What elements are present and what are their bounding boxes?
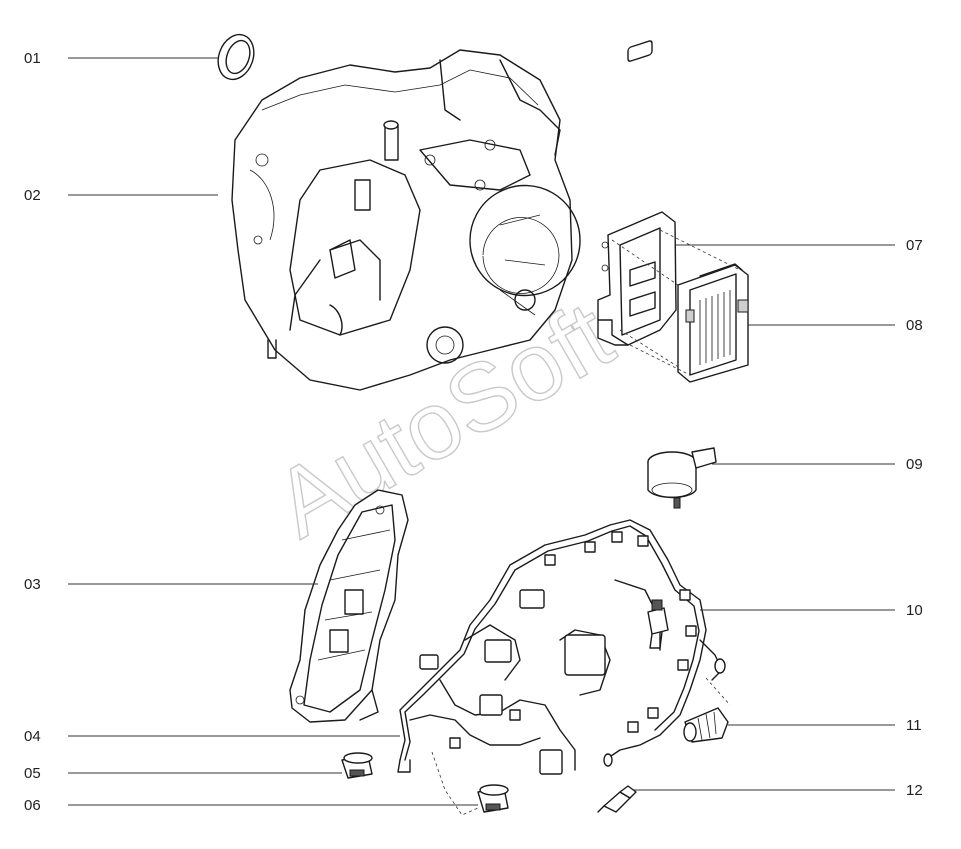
callout-10: 10: [906, 602, 923, 619]
part-12-temperature-sensor[interactable]: [597, 785, 637, 813]
part-03-valve-body-cover[interactable]: [289, 489, 409, 723]
part-07-bracket[interactable]: [597, 40, 677, 346]
callout-12: 12: [906, 782, 923, 799]
callout-07: 07: [906, 237, 923, 254]
callout-03: 03: [24, 576, 41, 593]
callout-06: 06: [24, 797, 41, 814]
part-04-wiring-harness[interactable]: [397, 519, 726, 775]
callout-04: 04: [24, 728, 41, 745]
callout-labels: 01 02 03 04 05 06 07 08 09 10 11 12: [24, 50, 923, 814]
part-02-transmission-housing[interactable]: [231, 49, 581, 391]
callout-09: 09: [906, 456, 923, 473]
part-10-speed-sensor[interactable]: [647, 599, 669, 649]
part-06-switch[interactable]: [477, 784, 509, 813]
callout-01: 01: [24, 50, 41, 67]
part-01-seal-ring[interactable]: [212, 30, 260, 85]
callout-02: 02: [24, 187, 41, 204]
part-09-sensor[interactable]: [647, 447, 717, 509]
leader-lines: [68, 57, 895, 806]
part-05-switch[interactable]: [341, 752, 373, 779]
callout-08: 08: [906, 317, 923, 334]
part-08-control-module[interactable]: [677, 263, 749, 383]
callout-05: 05: [24, 765, 41, 782]
part-11-sensor[interactable]: [683, 707, 729, 743]
callout-11: 11: [906, 717, 922, 734]
